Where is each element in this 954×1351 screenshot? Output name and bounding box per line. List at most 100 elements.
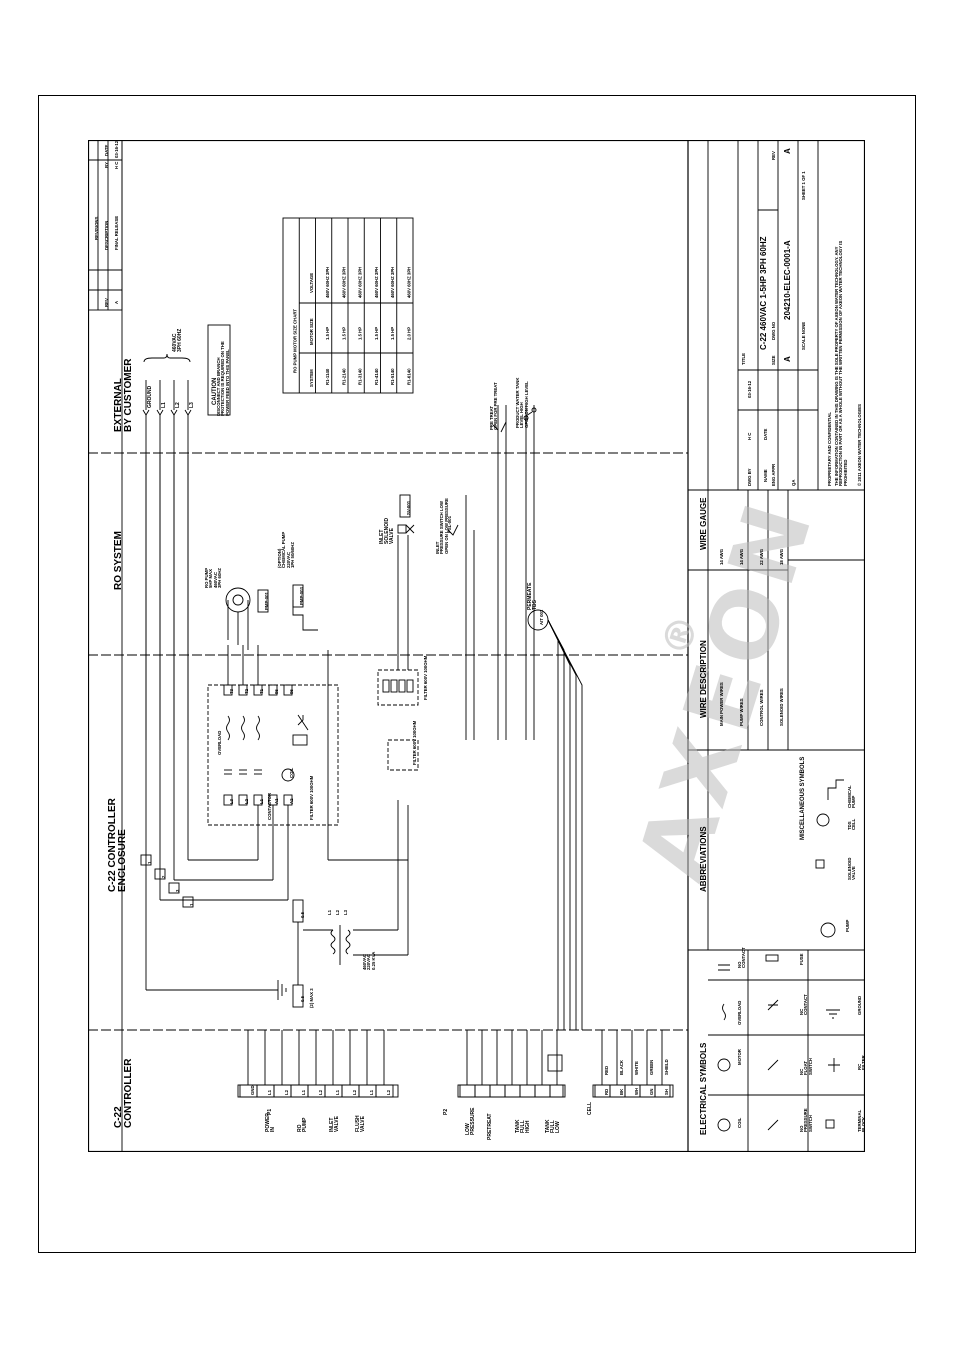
pretreat-switch [492,421,507,433]
column-external: EXTERNAL BY CUSTOMER [113,358,134,432]
pressure-switch-symbol [447,524,459,536]
motor-chart-cell: R1-5140 [390,368,396,385]
revisions-col-by: BY [104,162,109,168]
tb-dwg-no-label: DWG NO [771,321,776,340]
tb-dwg-no: 204210-ELEC-0001-A [783,240,792,320]
cell-pin-label: RD [604,1088,609,1095]
p1-group-label: INLET VALVE [329,1116,340,1132]
motor-chart-cell: 1.5 HP [373,326,379,340]
motor-chart-cell: R1-4140 [373,368,379,385]
tb-size-label: SIZE [771,355,776,365]
tb-eng-label: ENG APPR [771,463,776,486]
tb-title: C-22 460VAC 1-5HP 3PH 60HZ [759,236,768,350]
inlet-valve-tag: SV-001 [406,500,411,515]
p2-group-label: TANK FULL LOW [545,1119,561,1133]
motor-chart-cell: 460V 60HZ 3PH [390,266,396,298]
p2-label: P2 [443,1108,449,1115]
p2-connector [457,1084,564,1098]
tds-label: PERMEATE TDS [527,582,538,610]
chem-filter-label: FILTER 600V 100OHM [412,720,417,765]
motor-chart-cell: R1-2140 [341,368,347,385]
tb-notice-text: THE INFORMATION CONTAINED IN THIS DRAWIN… [834,240,848,486]
contactor-overload-frame [207,684,339,826]
transformer-pin: L1 [327,909,332,915]
overload-nc-contact [297,714,309,731]
tank-float-contact [531,407,537,413]
enclosure-terminal-label: 2 [161,875,166,878]
supply-l3-label: L3 [189,402,195,408]
motor-label: MOTOR [737,1049,742,1065]
ro-pump-motor [225,587,251,613]
overload-pin-box [283,684,293,696]
nc-float-symbol [767,1059,779,1071]
revisions-col-description: DESCRIPTION [104,220,109,250]
motor-chart-cell: 460V 60HZ 3PH [406,266,412,298]
cell-pin-label: BK [619,1088,624,1095]
wire-desc: CONTROL WIRES [759,689,764,726]
cell-color-label: BLACK [619,1059,624,1075]
motor-chart-cell: 460V 60HZ 3PH [325,266,331,298]
solenoid-symbol [815,859,825,869]
cell-label: CELL [587,1101,593,1115]
contactor-pin: L2 [244,798,249,804]
valve-filter-cell [398,679,406,693]
revisions-rev: A [114,300,119,304]
fuse-top-label: 0.5 [300,912,305,918]
p1-pin-label: L1 [369,1089,374,1095]
p1-pin-label: L2 [352,1089,357,1095]
overload-pin: 96 [289,689,294,694]
enclosure-terminal-label: 3 [175,889,180,892]
tb-scale: SCALE NONE [801,321,806,350]
p1-pin-label: GND [250,1085,255,1095]
terminal-block-symbol [825,1119,835,1129]
revisions-by: H C [114,161,119,169]
valve-filter-cell [382,679,390,693]
transformer-label: 460VAC 220VAC 0.25 KVA [362,951,376,970]
fuse-symbol [765,954,779,962]
transformer-pin: L3 [343,909,348,915]
tb-dwg-by-label: DWG BY [747,468,752,486]
rc-filter-symbol [828,1058,840,1072]
tds-lead [547,619,577,1030]
overload-label: OVERLOAD [217,730,222,755]
contactor-pin: A1 [274,798,279,805]
no-pressure-label: NO PRESSURE SWITCH [799,1108,813,1132]
p2-group-label: LOW PRESSURE [465,1107,476,1135]
motor-chart-cell: R1-6140 [406,368,412,385]
sheet-border [88,140,865,1152]
chem-pump-label: (OPTION) CHEMICAL PUMP 220VAC 1PH 50/60H… [277,531,295,568]
revisions-heading: REVISIONS [94,216,99,240]
solenoid-symbol-label: SOLENOID VALVE [847,857,857,880]
contactor-pin: L1 [259,798,264,804]
page-frame [38,95,916,1253]
tb-dwg-by: H C [747,432,752,440]
column-ro-system: RO SYSTEM [113,531,124,590]
overload-element [226,715,230,741]
ground-symbol [277,980,287,1000]
tds-symbol [816,813,830,827]
motor-chart-header: SYSTEM [308,369,314,387]
title-block [687,140,865,491]
ro-pump-tag: PMP-001 [264,592,269,610]
pressure-switch-tag: PSL-001 [447,516,452,533]
contactor-pin-box [223,794,233,806]
cell-color-label: GREEN [649,1059,654,1075]
wiring-layer [88,140,865,1152]
enclosure-terminal-2 [168,882,180,894]
coil-label: COIL [737,1117,742,1128]
p2-pin [459,1084,476,1098]
contactor-pin: A2 [289,798,294,805]
overload-symbol [722,1003,726,1021]
tb-sheet: SHEET 1 OF 1 [801,171,806,200]
revisions-description: FINAL RELEASE [114,215,119,250]
motor-symbol [717,1058,731,1072]
cell-pin [654,1084,671,1098]
motor-chart-cell: 1.5 HP [390,326,396,340]
tank-label: PRODUCT WATER TANK LEVEL HIGH OPEN ON HI… [515,377,529,428]
tb-name-label: NAME [763,469,768,482]
inlet-valve-tag-box [399,494,411,518]
chem-pump-tag-box [292,584,304,608]
overload-pin: T1 [259,688,264,694]
wire-gauge: 18 AWG [779,548,784,565]
cell-pin-label: GN [649,1088,654,1095]
